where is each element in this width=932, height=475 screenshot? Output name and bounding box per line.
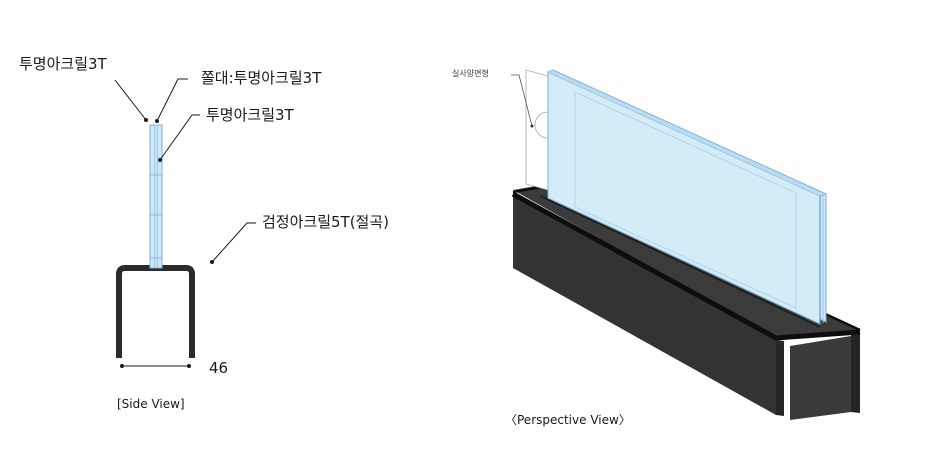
side-acrylic-left bbox=[149, 124, 156, 269]
base-top-rim-front bbox=[511, 191, 861, 341]
base-end-face-right-leg bbox=[851, 334, 860, 413]
paper-cutout bbox=[534, 111, 549, 139]
label-acrylic-left: 투명아크릴3T bbox=[19, 55, 107, 73]
label-spacer: 쫄대:투명아크릴3T bbox=[201, 69, 322, 87]
base-end-face-left-leg bbox=[776, 340, 784, 416]
label-acrylic-right: 투명아크릴3T bbox=[206, 106, 294, 124]
caption-perspective-view: 〈Perspective View〉 bbox=[505, 413, 631, 427]
leader-base bbox=[211, 222, 256, 263]
side-view bbox=[114, 78, 256, 368]
dimension-value: 46 bbox=[209, 359, 229, 377]
label-base: 검정아크릴5T(절곡) bbox=[262, 213, 390, 231]
caption-side-view: [Side View] bbox=[117, 397, 185, 411]
leader-acrylic-right bbox=[159, 114, 200, 161]
leader-spacer bbox=[156, 78, 188, 122]
side-spacer bbox=[154, 124, 158, 269]
side-base-channel bbox=[116, 265, 195, 358]
side-acrylic-right bbox=[156, 124, 163, 269]
leader-acrylic-left bbox=[114, 79, 147, 121]
base-front-face bbox=[513, 196, 776, 415]
label-persp-insert: 실사양면형 bbox=[452, 69, 489, 78]
leader-persp-label bbox=[511, 74, 533, 127]
base-back-leg bbox=[790, 336, 851, 420]
perspective-view bbox=[511, 69, 861, 420]
